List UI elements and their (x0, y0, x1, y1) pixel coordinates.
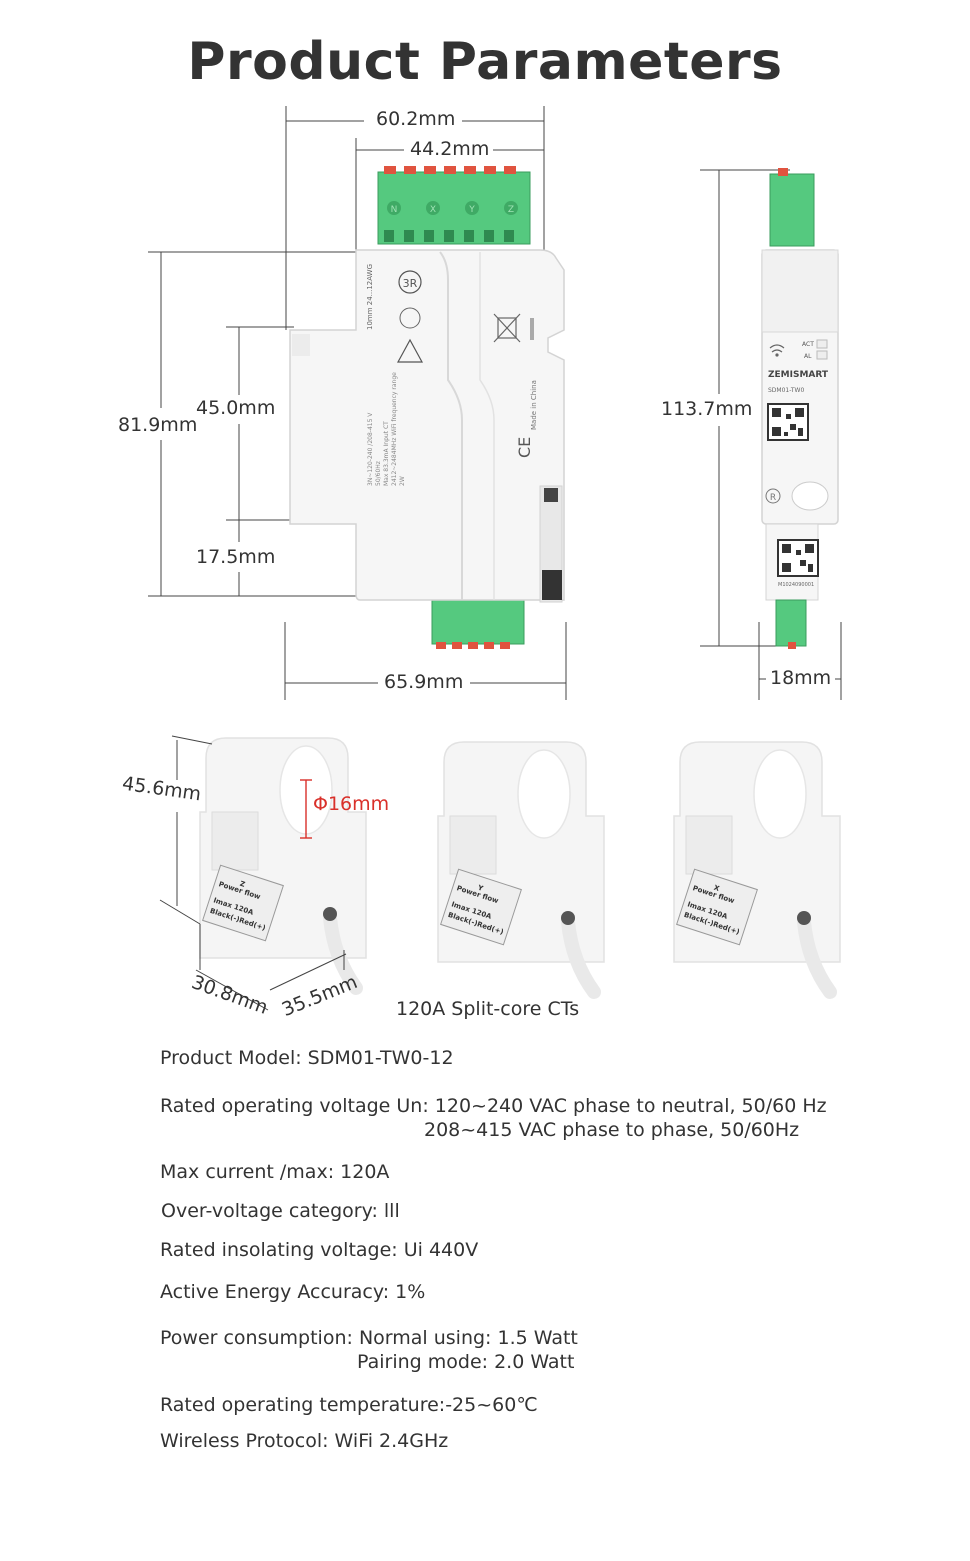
dim-width-total: 60.2mm (372, 108, 460, 130)
terminal-x-label: X (430, 205, 436, 215)
dim-width-terminal: 44.2mm (406, 138, 494, 160)
made-in-label: Made in China (530, 380, 538, 430)
svg-text:2W: 2W (399, 476, 406, 486)
spec-temperature: Rated operating temperature:-25~60℃ (160, 1394, 538, 1416)
svg-text:2412~2484MHz WiFi frequency ra: 2412~2484MHz WiFi frequency range (391, 372, 398, 486)
serial-label: M1024090001 (778, 582, 814, 588)
ct-y-phase: Y (476, 883, 485, 893)
terminal-n-label: N (391, 205, 398, 215)
wifi-icon (769, 344, 785, 353)
device-housing: 3R CE Made in China 10mm 24...12AWG 3N~1… (289, 249, 565, 603)
spec-voltage-2: 208~415 VAC phase to phase, 50/60Hz (424, 1119, 800, 1141)
ct-caption: 120A Split-core CTs (396, 998, 580, 1020)
ct-diagram: Power flow Imax 120A Black(-)Red(+) Z Po… (159, 720, 970, 1011)
ct-x (674, 742, 840, 992)
spec-power-2: Pairing mode: 2.0 Watt (357, 1351, 575, 1373)
dim-height-body: 45.0mm (192, 397, 280, 419)
ct-y (438, 742, 604, 992)
dim-ct-hole: Φ16mm (313, 793, 390, 815)
spec-accuracy: Active Energy Accuracy: 1% (160, 1281, 426, 1303)
ct-z (200, 738, 366, 988)
ct-x-phase: X (713, 884, 721, 893)
dim-side-height: 113.7mm (657, 398, 757, 420)
dim-side-width: 18mm (766, 667, 836, 689)
qr-code-top (767, 403, 809, 441)
spec-insulating: Rated insolating voltage: Ui 440V (160, 1239, 479, 1261)
spec-power-1: Power consumption: Normal using: 1.5 Wat… (160, 1327, 578, 1349)
wire-label: 10mm 24...12AWG (366, 264, 374, 330)
dim-width-base: 65.9mm (380, 671, 468, 693)
spec-overvoltage: Over-voltage category: lll (161, 1200, 400, 1222)
svg-text:3N~120-240 /208-415 V: 3N~120-240 /208-415 V (367, 412, 374, 486)
terminal-y-label: Y (468, 205, 475, 215)
spec-voltage-1: Rated operating voltage Un: 120~240 VAC … (160, 1095, 827, 1117)
spec-current: Max current /max: 120A (160, 1161, 390, 1183)
svg-text:50/60Hz: 50/60Hz (375, 461, 382, 486)
three-r-mark: 3R (403, 277, 418, 290)
ce-mark: CE (515, 437, 534, 458)
dim-height-total: 81.9mm (114, 414, 202, 436)
ct-z-phase: Z (239, 880, 246, 889)
top-terminal-block: N X Y Z (377, 166, 531, 245)
spec-model: Product Model: SDM01-TW0-12 (160, 1047, 454, 1069)
brand-label: ZEMISMART (768, 370, 829, 380)
terminal-z-label: Z (508, 205, 514, 215)
dim-height-lower: 17.5mm (192, 546, 280, 568)
svg-text:R: R (770, 493, 776, 503)
act-label: ACT (802, 341, 814, 348)
page-title: Product Parameters (187, 32, 783, 92)
side-view-device: ACT AL ZEMISMART SDM01-TW0 R M102 (761, 168, 839, 649)
model-label: SDM01-TW0 (768, 387, 804, 394)
front-view-diagram: N X Y Z (148, 106, 842, 700)
qr-code-bottom (777, 539, 819, 577)
weee-bin-icon (493, 313, 521, 343)
al-label: AL (804, 353, 812, 360)
spec-protocol: Wireless Protocol: WiFi 2.4GHz (160, 1430, 449, 1452)
svg-text:Max 83.3mA Input CT: Max 83.3mA Input CT (383, 421, 390, 486)
